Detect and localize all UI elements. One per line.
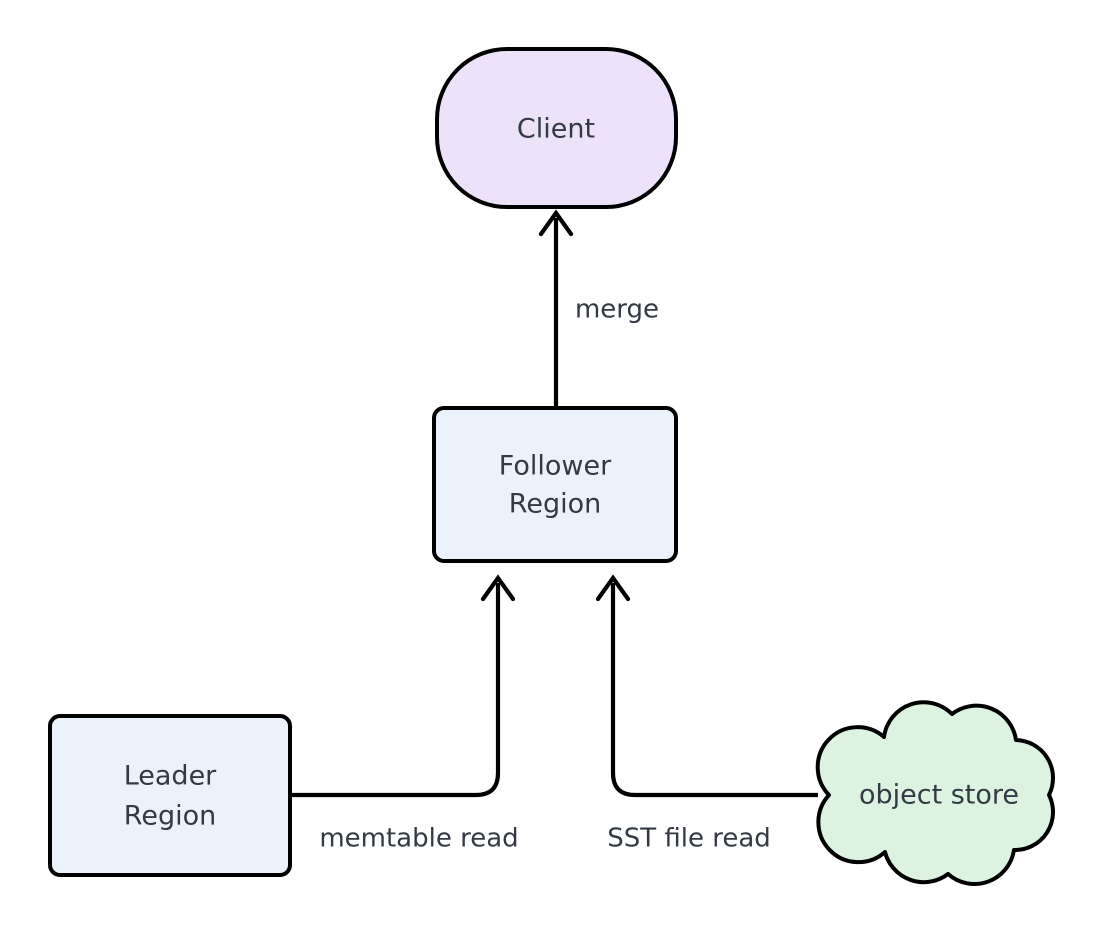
leader-region-shape[interactable] <box>48 714 292 877</box>
edge-memtable-read-label: memtable read <box>319 824 518 854</box>
node-object-store[interactable]: object store <box>815 700 1055 886</box>
edge-sst-file-read-label: SST file read <box>607 824 771 854</box>
edge-sst-file-read-line <box>610 583 818 798</box>
edge-merge-arrowhead <box>538 209 574 237</box>
edge-memtable-read <box>292 574 516 798</box>
edge-merge-label: merge <box>575 295 659 325</box>
client-shape[interactable] <box>435 47 678 209</box>
node-client[interactable]: Client <box>435 47 678 209</box>
edge-sst-file-read-arrowhead <box>595 574 631 602</box>
follower-region-label-line2: Region <box>509 489 601 520</box>
edge-merge <box>538 209 574 408</box>
node-leader-region[interactable]: Leader Region <box>48 714 292 877</box>
leader-region-label-line1: Leader <box>124 761 217 792</box>
object-store-label: object store <box>859 780 1019 811</box>
follower-region-shape[interactable] <box>432 406 678 563</box>
edge-memtable-read-line <box>292 583 501 798</box>
node-follower-region[interactable]: Follower Region <box>432 406 678 563</box>
leader-region-label-line2: Region <box>124 801 216 832</box>
follower-region-label-line1: Follower <box>499 451 612 482</box>
edge-sst-file-read <box>595 574 818 798</box>
edge-memtable-read-arrowhead <box>480 574 516 602</box>
client-label: Client <box>517 114 595 145</box>
object-store-cloud-shape[interactable] <box>815 700 1055 886</box>
